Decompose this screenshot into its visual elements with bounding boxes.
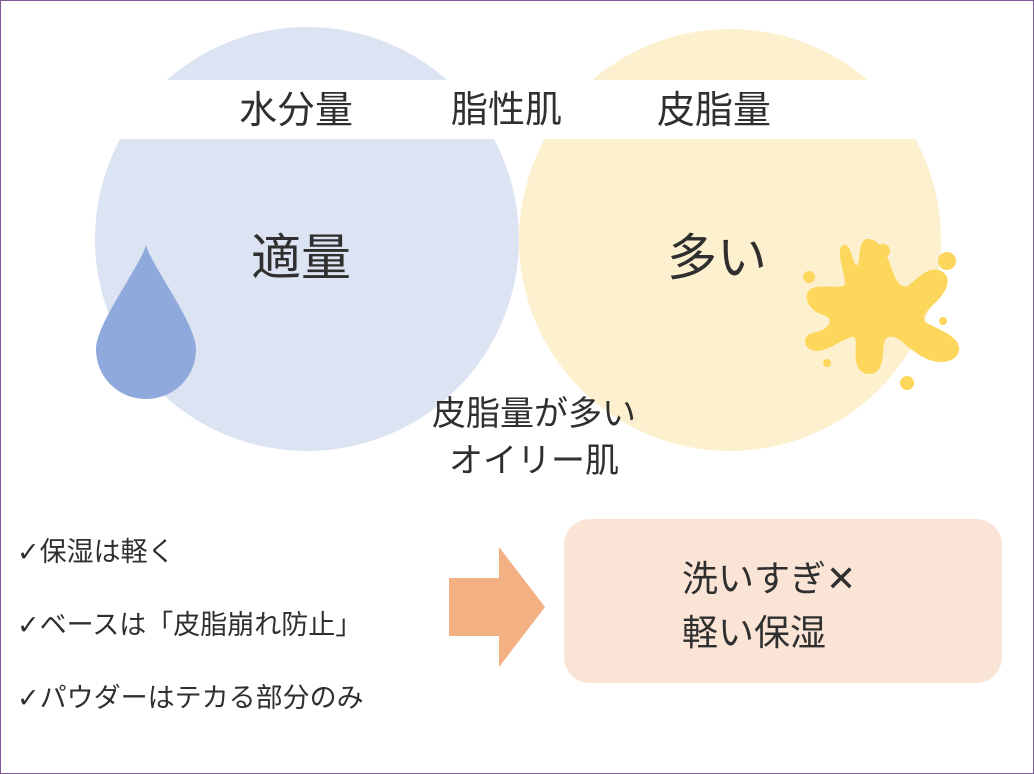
tip-powder-shine-areas: ✓パウダーはテカる部分のみ [17,683,364,714]
water-content-value: 適量 [251,229,351,287]
sebum-content-value: 多い [667,229,767,287]
arrow-right-icon [449,547,545,667]
tip-moisturize-lightly: ✓保湿は軽く [17,537,175,568]
care-advice-text: 洗いすぎ✕ 軽い保湿 [682,553,856,661]
summary-line-1: 皮脂量が多い [432,394,636,434]
skin-type-summary: 皮脂量が多い オイリー肌 [381,391,687,485]
sebum-content-label: 皮脂量 [657,88,772,132]
advice-line-1: 洗いすぎ✕ [682,559,857,600]
summary-line-2: オイリー肌 [449,441,619,481]
oil-splash-icon [803,238,960,390]
tip-oil-control-base: ✓ベースは「皮脂崩れ防止」 [17,610,363,641]
header-band [1,80,1033,139]
water-drop-icon [96,245,196,399]
care-advice-box: 洗いすぎ✕ 軽い保湿 [564,519,1002,683]
advice-line-2: 軽い保湿 [682,613,827,654]
skin-type-label: 脂性肌 [451,88,562,131]
water-content-label: 水分量 [239,88,354,132]
